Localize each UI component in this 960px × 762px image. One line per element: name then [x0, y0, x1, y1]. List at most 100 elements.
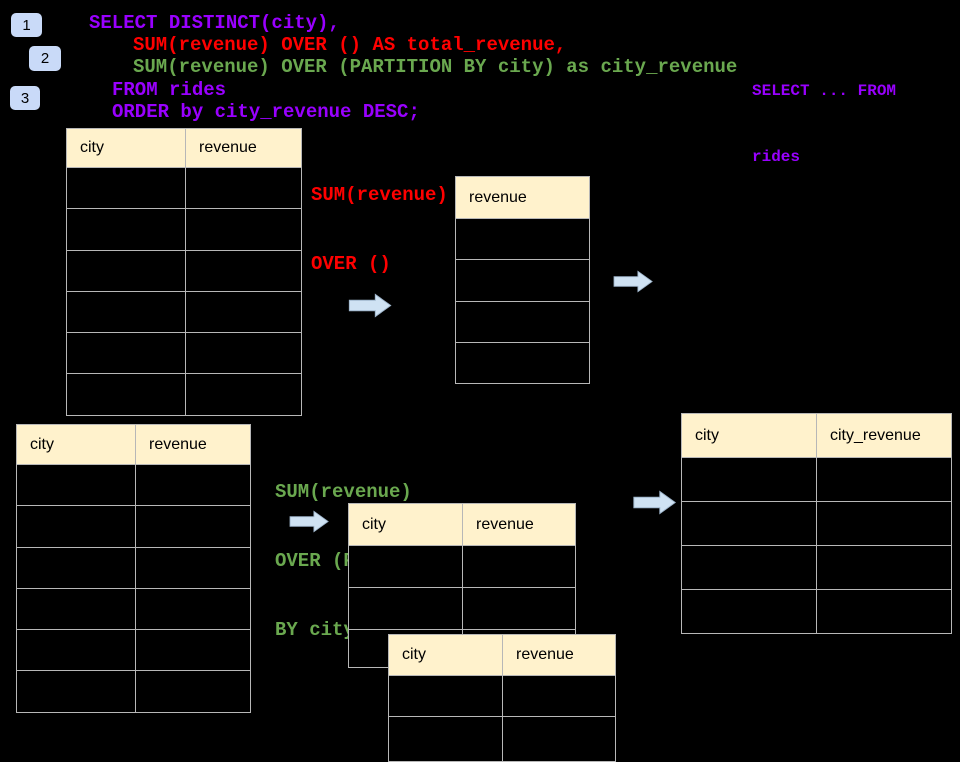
table-row: [66, 373, 302, 416]
empty-cell: [185, 166, 302, 210]
empty-cell: [185, 249, 302, 292]
table-row: [66, 166, 302, 210]
empty-cell: [681, 589, 817, 634]
table-row: [455, 259, 590, 302]
table-row: [348, 545, 576, 588]
empty-cell: [681, 457, 817, 502]
sql-line-total-revenue: SUM(revenue) OVER () AS total_revenue,: [133, 34, 567, 56]
empty-cell: [681, 545, 817, 590]
empty-cell: [135, 587, 251, 631]
arrow-right-icon: [348, 293, 392, 318]
sql-line-from: FROM rides: [112, 79, 227, 101]
empty-cell: [462, 587, 576, 630]
empty-cell: [455, 217, 590, 261]
table-revenue-only: revenue: [455, 176, 590, 385]
empty-cell: [135, 670, 251, 713]
annotation-partition-line-1: SUM(revenue): [275, 481, 412, 503]
empty-cell: [66, 208, 186, 251]
table-row: [348, 587, 576, 630]
table-row: [16, 505, 251, 548]
step-badge-1: 1: [11, 13, 42, 37]
column-header: revenue: [502, 634, 616, 676]
table-row: [681, 545, 952, 590]
empty-cell: [16, 505, 136, 548]
column-header: city: [16, 424, 136, 465]
table-row: [388, 716, 616, 762]
empty-cell: [502, 716, 616, 762]
empty-cell: [135, 546, 251, 589]
empty-cell: [66, 373, 186, 416]
table-row: [16, 670, 251, 713]
empty-cell: [816, 457, 952, 502]
empty-cell: [66, 332, 186, 375]
empty-cell: [185, 208, 302, 251]
sql-line-city-revenue: SUM(revenue) OVER (PARTITION BY city) as…: [133, 56, 738, 78]
table-row: [681, 501, 952, 546]
empty-cell: [66, 166, 186, 210]
table-row: [66, 249, 302, 292]
table-row: [16, 463, 251, 507]
arrow-right-icon: [613, 270, 653, 293]
arrow-right-icon: [633, 490, 677, 515]
table-row: [455, 217, 590, 261]
annotation-total-line-1: SUM(revenue): [311, 184, 448, 206]
empty-cell: [135, 505, 251, 548]
empty-cell: [135, 629, 251, 672]
empty-cell: [348, 587, 463, 630]
empty-cell: [455, 300, 590, 343]
step-badge-2: 2: [29, 46, 61, 71]
table-row: [66, 208, 302, 251]
empty-cell: [681, 501, 817, 546]
table-header-row: revenue: [455, 176, 590, 219]
table-row: [66, 332, 302, 375]
column-header: revenue: [462, 503, 576, 546]
step-badge-3: 3: [10, 86, 40, 110]
side-note-line-2: rides: [752, 148, 801, 166]
empty-cell: [816, 501, 952, 546]
empty-cell: [16, 546, 136, 589]
empty-cell: [502, 675, 616, 717]
empty-cell: [388, 675, 503, 717]
table-row: [16, 629, 251, 672]
table-row: [681, 457, 952, 502]
empty-cell: [135, 463, 251, 507]
column-header: city: [681, 413, 817, 458]
column-header: city: [66, 128, 186, 168]
empty-cell: [816, 589, 952, 634]
table-row: [455, 300, 590, 343]
empty-cell: [816, 545, 952, 590]
empty-cell: [185, 332, 302, 375]
table-row: [455, 341, 590, 385]
empty-cell: [66, 249, 186, 292]
side-note-select-from-rides: SELECT ... FROM rides: [752, 36, 896, 190]
empty-cell: [185, 373, 302, 416]
table-row: [388, 675, 616, 717]
empty-cell: [16, 587, 136, 631]
empty-cell: [455, 259, 590, 302]
column-header: revenue: [135, 424, 251, 465]
table-row: [681, 589, 952, 634]
sql-line-order-by: ORDER by city_revenue DESC;: [112, 101, 420, 123]
column-header: revenue: [455, 176, 590, 219]
empty-cell: [66, 290, 186, 334]
empty-cell: [185, 290, 302, 334]
table-row: [66, 290, 302, 334]
side-note-line-1: SELECT ... FROM: [752, 82, 897, 100]
empty-cell: [16, 463, 136, 507]
table-row: [16, 587, 251, 631]
column-header: city_revenue: [816, 413, 952, 458]
empty-cell: [455, 341, 590, 385]
column-header: city: [388, 634, 503, 676]
sql-line-select: SELECT DISTINCT(city),: [89, 12, 340, 34]
empty-cell: [388, 716, 503, 762]
